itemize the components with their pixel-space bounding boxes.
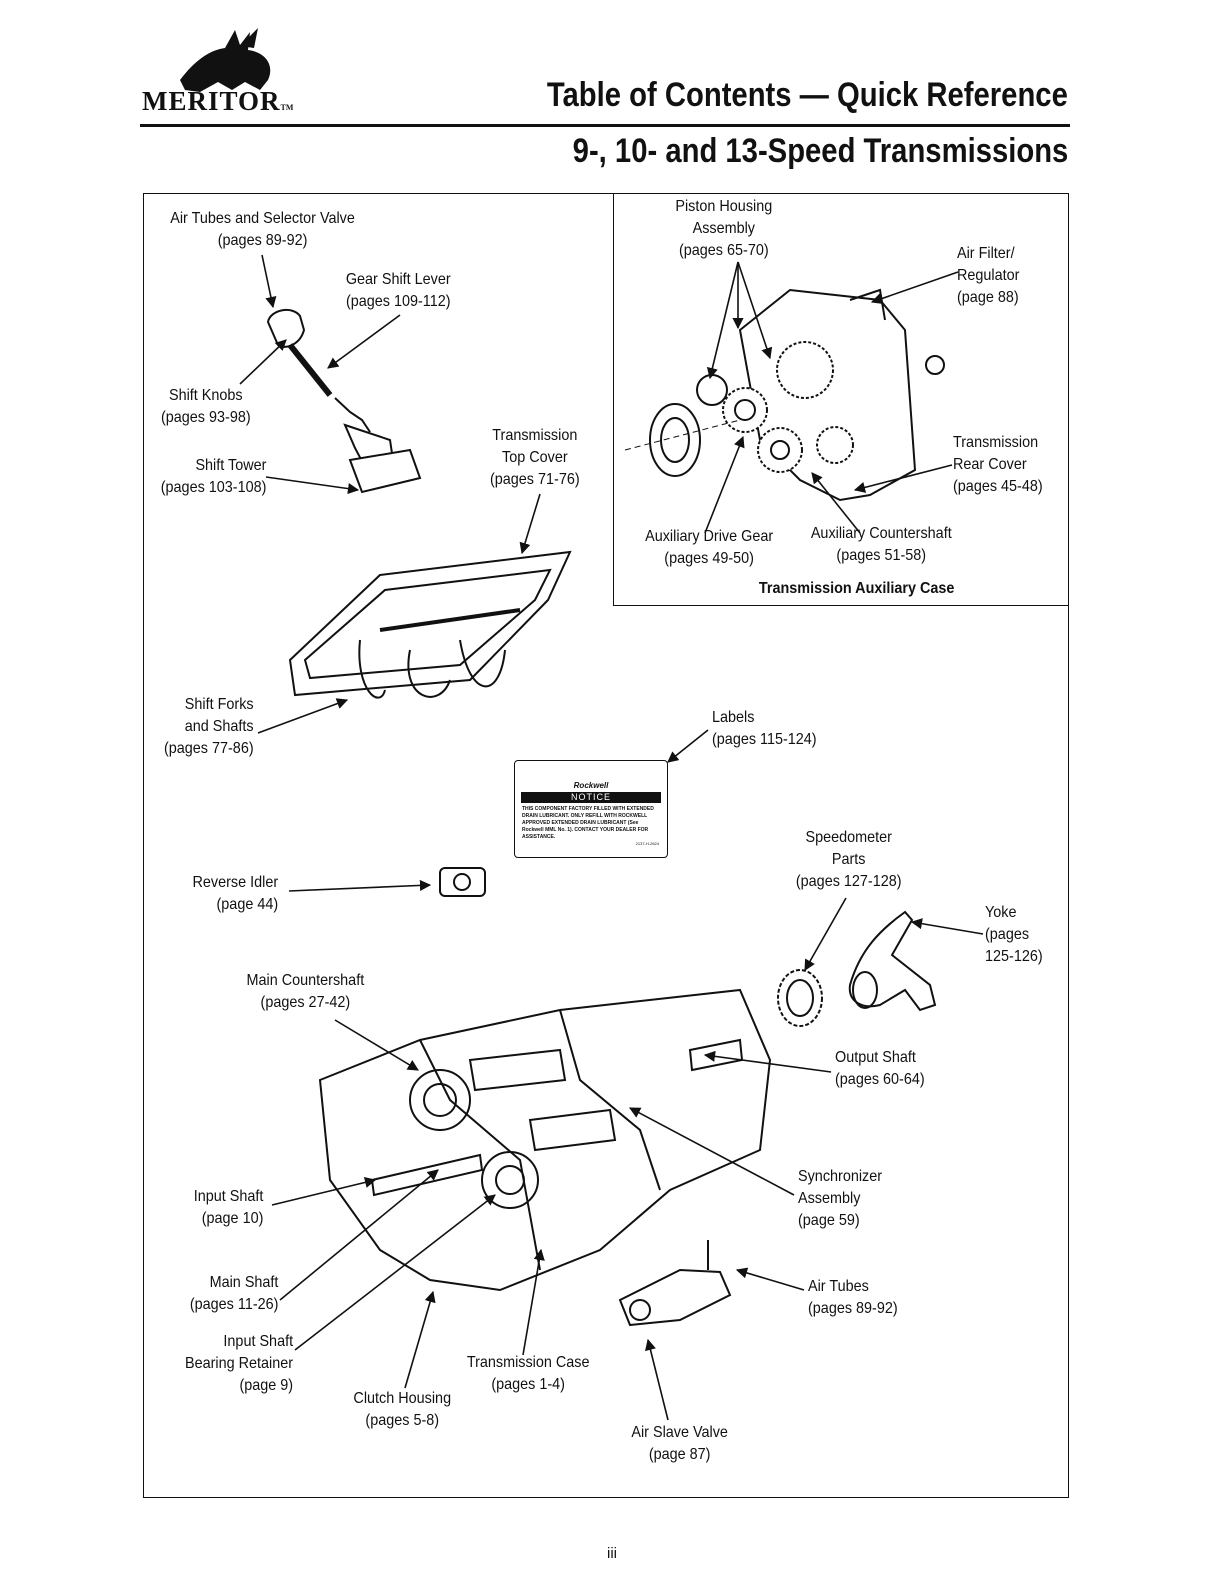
callout-gear-shift-lever: Gear Shift Lever(pages 109-112) [345,271,451,310]
notice-code: 2137-H-2624 [635,841,659,846]
meritor-bull-logo [180,28,271,92]
header-rule [140,124,1070,127]
callout-main-countershaft: Main Countershaft(pages 27-42) [246,972,365,1011]
callout-reverse-idler: Reverse Idler(page 44) [192,874,278,913]
callout-shift-knobs: Shift Knobs(pages 93-98) [160,387,251,426]
inset-caption: Transmission Auxiliary Case [758,580,955,597]
notice-label-illustration: Rockwell NOTICE THIS COMPONENT FACTORY F… [514,760,668,858]
page-number: iii [607,1545,617,1562]
callout-clutch-housing: Clutch Housing(pages 5-8) [353,1390,452,1429]
callout-auxiliary-drive-gear: Auxiliary Drive Gear(pages 49-50) [645,528,774,567]
callout-auxiliary-countershaft: Auxiliary Countershaft(pages 51-58) [810,525,952,564]
callout-air-tubes: Air Tubes(pages 89-92) [808,1278,898,1317]
callout-main-shaft: Main Shaft(pages 11-26) [189,1274,278,1313]
reverse-idler-part [439,867,486,897]
callout-input-shaft: Input Shaft(page 10) [193,1188,263,1227]
notice-body: THIS COMPONENT FACTORY FILLED WITH EXTEN… [522,806,654,840]
air-slave-valve-part [618,1240,732,1327]
gear-shift-lever-part [266,308,422,494]
top-cover-part [288,550,572,699]
callout-output-shaft: Output Shaft(pages 60-64) [835,1049,925,1088]
notice-heading: NOTICE [521,792,661,803]
meritor-wordmark: MERITORTM [142,86,294,116]
page-title: Table of Contents — Quick Reference [546,76,1068,114]
auxiliary-case-inset [613,193,1069,606]
auxiliary-case-part [624,288,945,502]
callout-air-slave-valve: Air Slave Valve(page 87) [631,1424,728,1463]
main-transmission-part [318,988,772,1292]
diagram-frame [143,193,1069,1498]
page-subtitle: 9-, 10- and 13-Speed Transmissions [572,132,1068,170]
callout-transmission-case: Transmission Case(pages 1-4) [466,1354,590,1393]
callout-labels: Labels(pages 115-124) [712,709,817,748]
yoke-part [848,910,937,1012]
callout-shift-tower: Shift Tower(pages 103-108) [160,457,266,496]
notice-brand: Rockwell [573,781,609,790]
callout-air-filter-regulator: Air Filter/Regulator(page 88) [957,245,1020,306]
speedometer-gear-part [777,969,823,1027]
callout-air-tubes-selector-valve: Air Tubes and Selector Valve(pages 89-92… [170,210,355,249]
